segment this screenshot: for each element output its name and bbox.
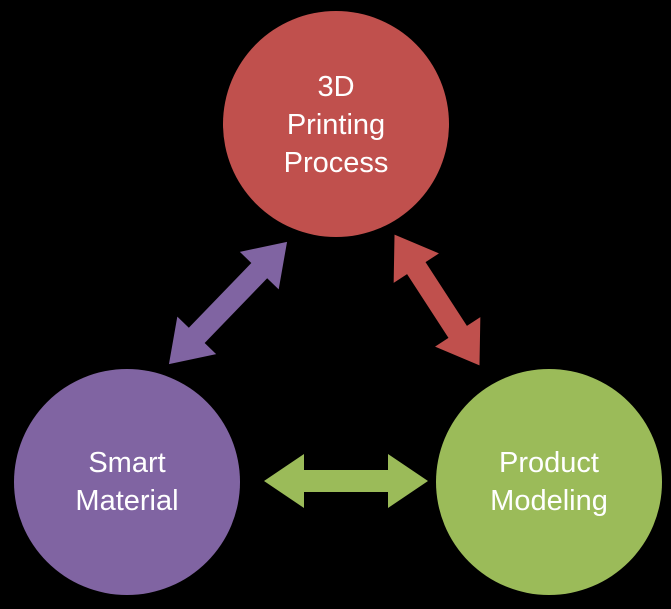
connector-arrow-top-left: [168, 241, 288, 365]
connector-arrow-bottom: [264, 454, 428, 508]
node-circle-smart-material: [14, 369, 240, 595]
node-circle-product-modeling: [436, 369, 662, 595]
connector-arrow-top-right: [393, 234, 481, 366]
node-circle-3d-printing-process: [223, 11, 449, 237]
